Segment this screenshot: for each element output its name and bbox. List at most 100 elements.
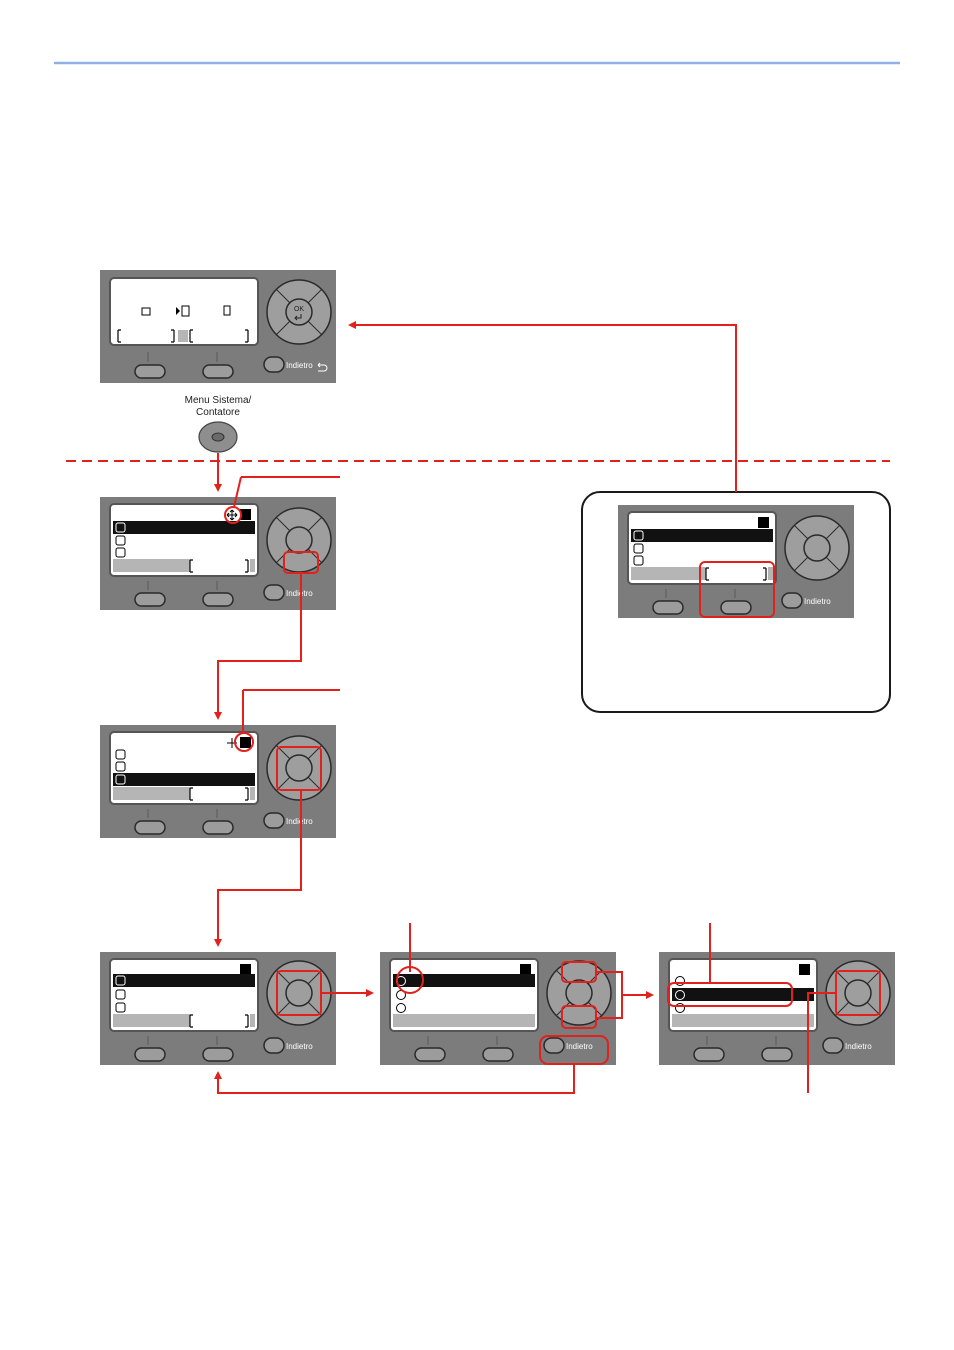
enter-arrow-icon (294, 314, 302, 321)
panel-system-menu-selected: Indietro (100, 725, 336, 838)
menu-row-checkbox (115, 749, 126, 760)
panel-home-screen: OK Indietro (100, 270, 336, 383)
navigation-pad[interactable] (784, 515, 850, 581)
navigation-pad[interactable] (266, 960, 332, 1026)
menu-row-checkbox (633, 530, 644, 541)
menu-row-checkbox (115, 1002, 126, 1013)
flow-arrows (214, 321, 836, 1094)
lcd-screen (109, 277, 259, 346)
system-menu-label-line1: Menu Sistema/ (185, 395, 252, 406)
menu-row-checkbox (115, 535, 126, 546)
callout-box-selected-row (667, 982, 793, 1007)
navigation-pad[interactable] (825, 960, 891, 1026)
left-softkey[interactable] (134, 1047, 166, 1062)
back-key-label: Indietro (845, 1042, 872, 1051)
right-softkey[interactable] (761, 1047, 793, 1062)
ok-indicator (240, 509, 251, 520)
menu-row-checkbox (115, 547, 126, 558)
back-key[interactable] (263, 584, 285, 601)
ok-key-label: OK (294, 306, 304, 313)
navigation-pad[interactable] (546, 960, 612, 1026)
back-key-label: Indietro (566, 1042, 593, 1051)
system-menu-key[interactable] (198, 421, 238, 453)
callout-circle-arrows (224, 506, 242, 524)
navigation-pad[interactable] (266, 735, 332, 801)
menu-row-checkbox (115, 761, 126, 772)
callout-box-right-softkey (699, 561, 775, 618)
radio-button (675, 1003, 685, 1013)
ok-key[interactable] (285, 979, 313, 1007)
softkey-bracket (705, 567, 767, 581)
ok-key[interactable] (285, 298, 313, 326)
right-softkey[interactable] (720, 600, 752, 615)
softkey-bracket (189, 1014, 249, 1028)
menu-row-checkbox (115, 989, 126, 1000)
menu-row-checkbox (633, 543, 644, 554)
radio-button (675, 990, 685, 1000)
ok-indicator (240, 964, 251, 975)
panel-setting-selected: Indietro (659, 952, 895, 1065)
menu-row-highlight (113, 521, 255, 534)
back-arrow-icon (317, 362, 328, 372)
ok-indicator (758, 517, 769, 528)
callout-box-ok-key (276, 746, 322, 791)
back-key-label: Indietro (286, 817, 313, 826)
left-softkey[interactable] (134, 364, 166, 379)
ok-indicator (799, 964, 810, 975)
menu-row-checkbox (115, 522, 126, 533)
navigation-pad[interactable]: OK (266, 279, 332, 345)
softkey-bracket (189, 787, 249, 801)
ok-key[interactable] (285, 754, 313, 782)
panel-system-menu: Indietro (100, 497, 336, 610)
softkey-bracket-left (117, 329, 175, 343)
radio-button (396, 1003, 406, 1013)
right-softkey[interactable] (482, 1047, 514, 1062)
menu-row-highlight (393, 974, 535, 987)
page-icon (223, 305, 231, 316)
menu-row-highlight (672, 988, 814, 1001)
ok-key[interactable] (803, 534, 831, 562)
ok-key[interactable] (565, 979, 593, 1007)
menu-row-highlight (113, 773, 255, 786)
four-way-arrow-icon (226, 509, 238, 521)
radio-button (675, 976, 685, 986)
right-softkey[interactable] (202, 364, 234, 379)
left-softkey[interactable] (134, 820, 166, 835)
back-key[interactable] (543, 1037, 565, 1054)
right-softkey[interactable] (202, 592, 234, 607)
collate-icon (176, 305, 190, 317)
navigation-pad[interactable] (266, 507, 332, 573)
back-key[interactable] (263, 356, 285, 373)
panel-note-example: Indietro (618, 505, 854, 618)
left-softkey[interactable] (134, 592, 166, 607)
back-key[interactable] (263, 812, 285, 829)
menu-row-checkbox (115, 774, 126, 785)
back-key[interactable] (781, 592, 803, 609)
back-key-label: Indietro (804, 597, 831, 606)
left-softkey[interactable] (414, 1047, 446, 1062)
menu-row-highlight (631, 529, 773, 542)
menu-row-checkbox (633, 555, 644, 566)
ok-key[interactable] (844, 979, 872, 1007)
back-key-label: Indietro (286, 1042, 313, 1051)
back-key-label: Indietro (286, 589, 313, 598)
panel-submenu: Indietro (100, 952, 336, 1065)
panel-setting-list: Indietro (380, 952, 616, 1065)
ok-key[interactable] (285, 526, 313, 554)
back-key[interactable] (263, 1037, 285, 1054)
right-softkey[interactable] (202, 1047, 234, 1062)
back-key-label: Indietro (286, 361, 313, 370)
softkey-bracket-right (189, 329, 249, 343)
menu-row-checkbox (115, 975, 126, 986)
left-softkey[interactable] (693, 1047, 725, 1062)
menu-row-highlight (113, 974, 255, 987)
ok-indicator (240, 737, 251, 748)
softkey-bracket (189, 559, 249, 573)
right-softkey[interactable] (202, 820, 234, 835)
ok-indicator (520, 964, 531, 975)
left-softkey[interactable] (652, 600, 684, 615)
back-key[interactable] (822, 1037, 844, 1054)
paper-size-icon (141, 307, 151, 316)
system-menu-label-line2: Contatore (196, 407, 240, 418)
